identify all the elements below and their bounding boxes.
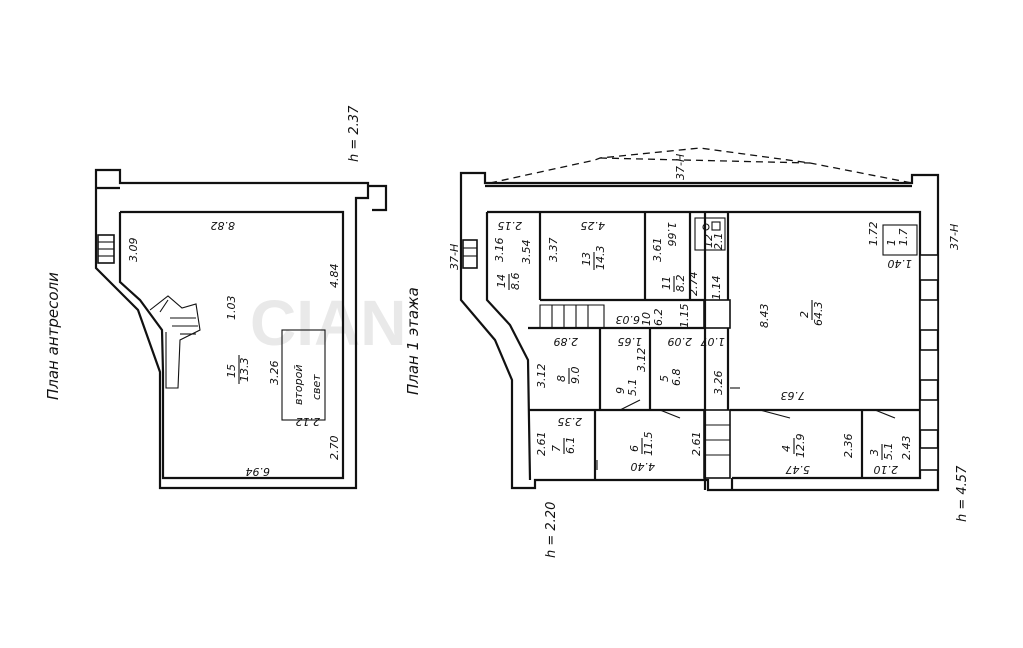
svg-text:1.14: 1.14 bbox=[710, 276, 723, 301]
svg-text:2.10: 2.10 bbox=[874, 463, 899, 476]
svg-text:13: 13 bbox=[580, 252, 593, 266]
room-11: 11 8.2 bbox=[660, 275, 687, 293]
mezzanine-plan: План антресоли h = 2.37 8.82 3.09 4.84 1… bbox=[44, 105, 388, 490]
room-4: 4 12.9 bbox=[780, 434, 807, 459]
room-8: 8 9.0 bbox=[555, 367, 582, 385]
svg-text:6.8: 6.8 bbox=[670, 369, 683, 387]
svg-text:5.1: 5.1 bbox=[626, 379, 639, 397]
svg-text:6.2: 6.2 bbox=[652, 309, 665, 327]
mezzanine-title: План антресоли bbox=[44, 272, 62, 400]
svg-text:3.12: 3.12 bbox=[535, 364, 548, 389]
svg-text:1: 1 bbox=[885, 239, 898, 246]
svg-text:2.61: 2.61 bbox=[535, 432, 548, 457]
svg-text:1.72: 1.72 bbox=[867, 222, 880, 247]
svg-text:2: 2 bbox=[798, 311, 811, 318]
svg-text:9: 9 bbox=[614, 387, 627, 394]
dim-mezz-2-12: 2.12 bbox=[296, 415, 321, 428]
svg-text:5.1: 5.1 bbox=[882, 443, 895, 461]
svg-text:2.43: 2.43 bbox=[900, 436, 913, 461]
room-9: 9 5.1 bbox=[614, 379, 639, 397]
room-14: 14 8.6 bbox=[495, 273, 522, 291]
dim-mezz-3-26: 3.26 bbox=[268, 361, 281, 386]
watermark: CIAN bbox=[250, 287, 406, 359]
first-floor-height-right: h = 4.57 bbox=[955, 465, 970, 522]
mezzanine-height: h = 2.37 bbox=[347, 105, 362, 162]
dim-mezz-1-03: 1.03 bbox=[225, 296, 238, 321]
svg-text:1.66: 1.66 bbox=[665, 222, 678, 247]
svg-text:11.5: 11.5 bbox=[642, 432, 655, 457]
dim-mezz-6-94: 6.94 bbox=[246, 465, 271, 478]
svg-text:14.3: 14.3 bbox=[594, 246, 607, 271]
svg-text:12: 12 bbox=[702, 234, 715, 248]
svg-text:6.1: 6.1 bbox=[564, 437, 577, 455]
room-15-area: 13.3 bbox=[238, 358, 251, 383]
dim-mezz-4-84: 4.84 bbox=[328, 264, 341, 289]
first-floor-height-left: h = 2.20 bbox=[544, 502, 559, 558]
room-13: 13 14.3 bbox=[580, 246, 607, 271]
first-floor-dimensions: 2.15 4.25 1.66 3.16 3.54 3.37 3.61 2.74 … bbox=[493, 219, 913, 476]
room-10: 10 6.2 bbox=[640, 309, 665, 327]
svg-text:3.12: 3.12 bbox=[635, 348, 648, 373]
svg-text:1.40: 1.40 bbox=[888, 257, 913, 270]
room-5: 5 6.8 bbox=[658, 369, 683, 387]
svg-text:5: 5 bbox=[658, 375, 671, 382]
svg-text:1.7: 1.7 bbox=[897, 229, 910, 247]
svg-text:1.15: 1.15 bbox=[678, 304, 691, 329]
svg-text:5.47: 5.47 bbox=[786, 463, 811, 476]
dim-mezz-2-70: 2.70 bbox=[328, 436, 341, 461]
svg-text:3.37: 3.37 bbox=[547, 238, 560, 263]
room-6: 6 11.5 bbox=[628, 432, 655, 457]
axis-label-right: 37-Н bbox=[948, 224, 961, 250]
svg-text:2.36: 2.36 bbox=[842, 434, 855, 459]
room-12: 12 2.1 bbox=[702, 233, 725, 251]
svg-text:2.09: 2.09 bbox=[668, 335, 693, 348]
first-floor-plan: План 1 этажа h = 2.20 h = 4.57 37-Н 37-Н… bbox=[404, 147, 970, 558]
svg-text:6: 6 bbox=[628, 445, 641, 452]
dim-mezz-3-09: 3.09 bbox=[127, 238, 140, 263]
svg-text:12.9: 12.9 bbox=[794, 434, 807, 459]
room-15-number: 15 bbox=[225, 364, 238, 378]
svg-text:8.2: 8.2 bbox=[674, 275, 687, 293]
svg-text:3.54: 3.54 bbox=[520, 240, 533, 265]
room-7: 7 6.1 bbox=[550, 437, 577, 455]
svg-text:4.40: 4.40 bbox=[631, 460, 656, 473]
first-floor-title: План 1 этажа bbox=[404, 287, 422, 395]
svg-text:6.03: 6.03 bbox=[616, 313, 641, 326]
svg-text:2.74: 2.74 bbox=[687, 272, 700, 297]
svg-text:3: 3 bbox=[868, 449, 881, 456]
room-1: 1 1.7 bbox=[885, 229, 910, 247]
svg-text:2.15: 2.15 bbox=[498, 219, 523, 232]
room-2: 2 64.3 bbox=[798, 300, 825, 326]
svg-text:1.65: 1.65 bbox=[618, 335, 643, 348]
second-light-line2: свет bbox=[310, 374, 323, 400]
svg-text:3.26: 3.26 bbox=[712, 371, 725, 396]
svg-text:7.63: 7.63 bbox=[781, 389, 806, 402]
svg-text:7: 7 bbox=[550, 445, 563, 452]
svg-text:14: 14 bbox=[495, 274, 508, 288]
svg-text:64.3: 64.3 bbox=[812, 302, 825, 327]
svg-text:8.43: 8.43 bbox=[758, 304, 771, 329]
svg-text:3.61: 3.61 bbox=[651, 238, 664, 263]
svg-text:2.61: 2.61 bbox=[690, 432, 703, 457]
svg-text:2.89: 2.89 bbox=[554, 335, 579, 348]
axis-label-top: 37-Н bbox=[674, 154, 687, 180]
svg-text:11: 11 bbox=[660, 276, 673, 290]
svg-text:4: 4 bbox=[780, 445, 793, 452]
axis-label-left: 37-Н bbox=[448, 244, 461, 270]
dim-mezz-width: 8.82 bbox=[211, 219, 236, 232]
svg-text:8.6: 8.6 bbox=[509, 273, 522, 291]
svg-text:2.1: 2.1 bbox=[712, 233, 725, 251]
svg-text:8: 8 bbox=[555, 375, 568, 382]
room-3: 3 5.1 bbox=[868, 443, 895, 461]
svg-text:9.0: 9.0 bbox=[569, 367, 582, 385]
svg-text:4.25: 4.25 bbox=[581, 219, 606, 232]
second-light-line1: второй bbox=[292, 365, 305, 405]
svg-text:10: 10 bbox=[640, 312, 653, 326]
svg-text:2.35: 2.35 bbox=[558, 415, 583, 428]
svg-text:1.07: 1.07 bbox=[701, 335, 726, 348]
svg-text:3.16: 3.16 bbox=[493, 238, 506, 263]
